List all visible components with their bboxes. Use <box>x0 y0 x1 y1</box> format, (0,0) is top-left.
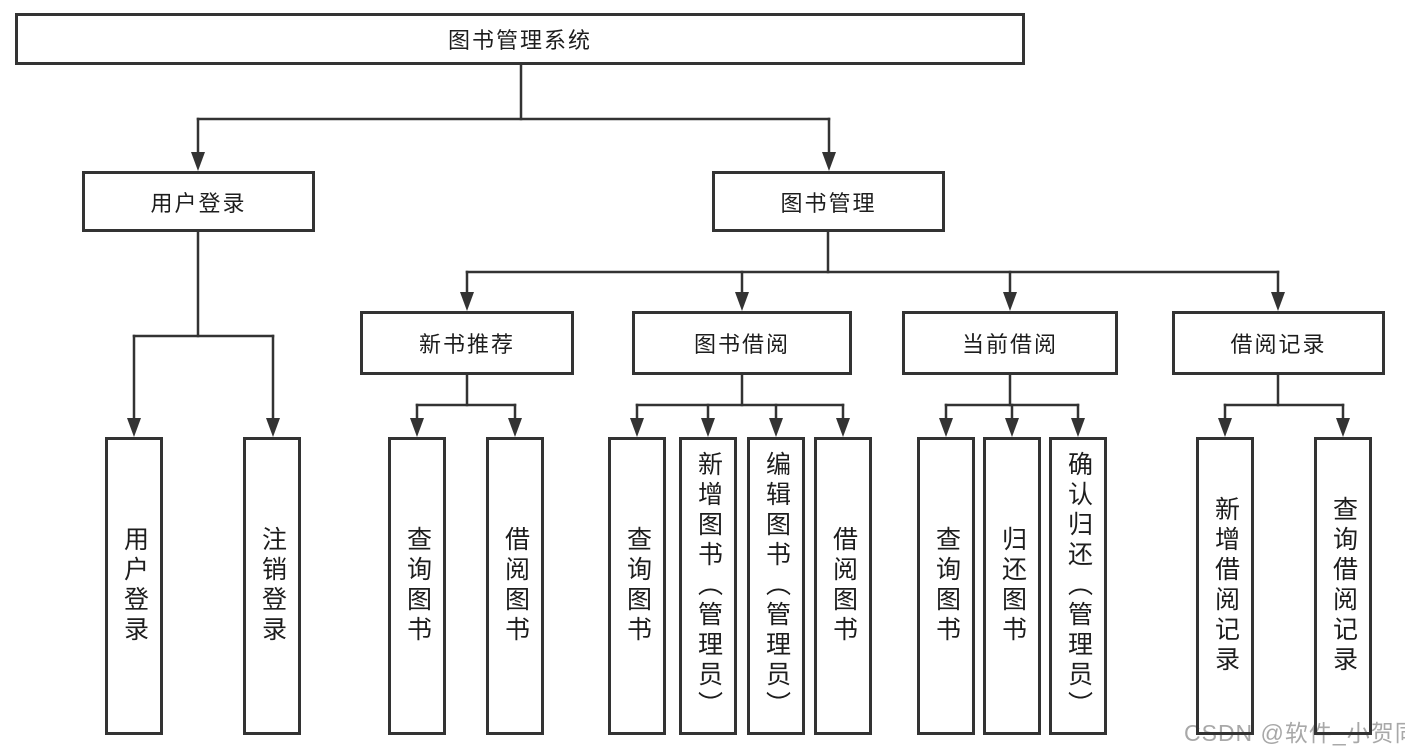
arrowheads <box>127 152 1350 437</box>
leaf-query-books-recommend: 查询图书 <box>388 437 446 735</box>
leaf-borrow-books: 借阅图书 <box>814 437 872 735</box>
leaf-logout: 注销登录 <box>243 437 301 735</box>
node-label: 编辑图书（管理员） <box>762 451 791 721</box>
node-label: 借阅图书 <box>829 526 858 646</box>
node-book-management: 图书管理 <box>712 171 945 232</box>
node-borrowing-records: 借阅记录 <box>1172 311 1385 375</box>
node-current-borrowing: 当前借阅 <box>902 311 1118 375</box>
leaf-query-books-borrowing: 查询图书 <box>608 437 666 735</box>
node-label: 借阅图书 <box>501 526 530 646</box>
node-label: 用户登录 <box>150 190 247 216</box>
node-label: 新书推荐 <box>418 332 515 357</box>
leaf-query-books-current: 查询图书 <box>917 437 975 735</box>
node-label: 图书管理系统 <box>447 28 592 53</box>
node-label: 查询借阅记录 <box>1329 496 1358 676</box>
leaf-borrow-books-recommend: 借阅图书 <box>486 437 544 735</box>
node-user-login: 用户登录 <box>82 171 315 232</box>
node-label: 注销登录 <box>258 526 287 646</box>
node-label: 新增图书（管理员） <box>694 451 723 721</box>
node-label: 图书借阅 <box>693 332 790 357</box>
leaf-add-books-admin: 新增图书（管理员） <box>679 437 737 735</box>
node-book-borrowing: 图书借阅 <box>632 311 852 375</box>
node-label: 查询图书 <box>403 526 432 646</box>
node-label: 当前借阅 <box>961 332 1058 357</box>
leaf-return-books: 归还图书 <box>983 437 1041 735</box>
node-label: 图书管理 <box>780 190 877 216</box>
node-label: 确认归还（管理员） <box>1064 451 1093 721</box>
node-root-system: 图书管理系统 <box>15 13 1025 65</box>
node-label: 查询图书 <box>623 526 652 646</box>
node-label: 查询图书 <box>932 526 961 646</box>
leaf-user-login: 用户登录 <box>105 437 163 735</box>
node-label: 新增借阅记录 <box>1211 496 1240 676</box>
leaf-add-borrow-record: 新增借阅记录 <box>1196 437 1254 735</box>
node-label: 用户登录 <box>120 526 149 646</box>
leaf-confirm-return-admin: 确认归还（管理员） <box>1049 437 1107 735</box>
node-new-book-recommendation: 新书推荐 <box>360 311 574 375</box>
leaf-query-borrow-record: 查询借阅记录 <box>1314 437 1372 735</box>
node-label: 归还图书 <box>998 526 1027 646</box>
node-label: 借阅记录 <box>1230 332 1327 357</box>
leaf-edit-books-admin: 编辑图书（管理员） <box>747 437 805 735</box>
